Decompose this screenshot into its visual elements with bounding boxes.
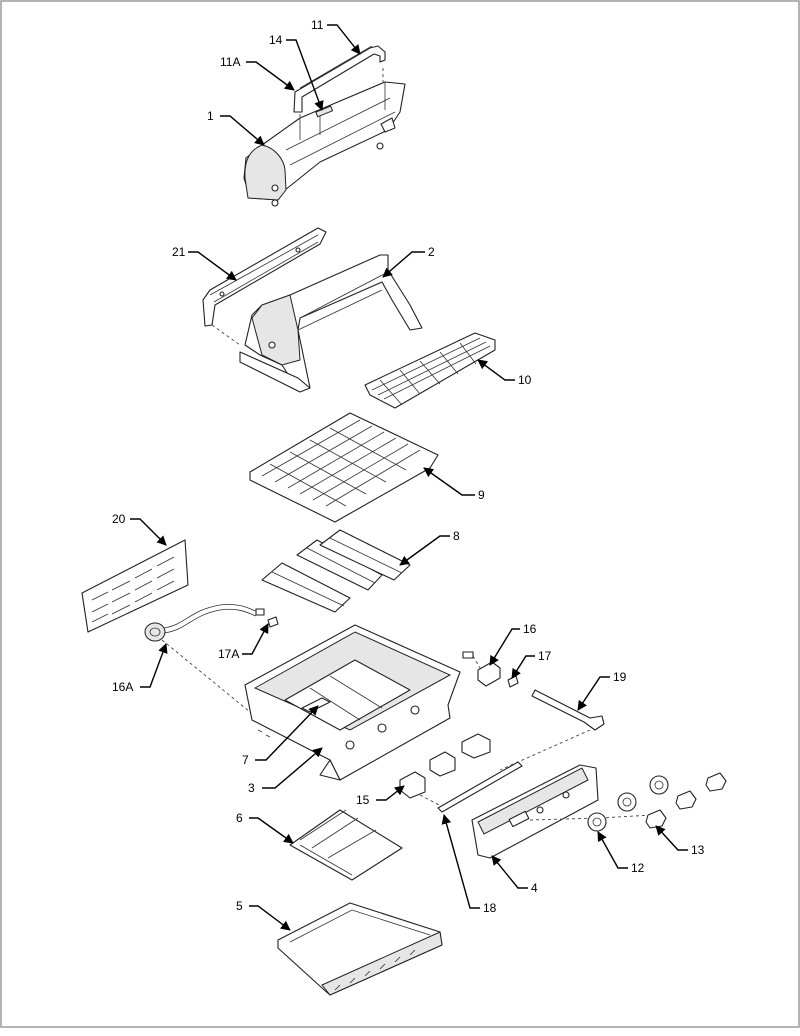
callout-19: 19 xyxy=(613,670,627,684)
part-grease-tray xyxy=(277,902,443,996)
callout-11a: 11A xyxy=(220,55,240,69)
part-manifold-rod xyxy=(437,761,523,813)
callout-9: 9 xyxy=(478,488,485,502)
callout-12: 12 xyxy=(631,861,645,875)
part-burner-brackets xyxy=(399,733,491,809)
part-back-panel xyxy=(81,539,189,633)
callout-17: 17 xyxy=(538,649,552,663)
part-firebox xyxy=(244,624,461,781)
callout-6: 6 xyxy=(236,811,243,825)
callout-15: 15 xyxy=(356,793,370,807)
part-ignitor xyxy=(499,689,605,771)
callout-1: 1 xyxy=(207,109,214,123)
callout-21: 21 xyxy=(172,245,186,259)
callout-8: 8 xyxy=(453,529,460,543)
callout-16a: 16A xyxy=(112,680,133,694)
part-drip-tray xyxy=(289,809,403,881)
part-flavor-bars xyxy=(261,529,411,613)
part-heat-shield xyxy=(202,227,327,346)
part-control-panel xyxy=(471,764,653,859)
callout-leaders xyxy=(130,24,688,931)
part-firebox-frame xyxy=(239,254,423,393)
callout-11: 11 xyxy=(311,18,324,32)
part-cooking-grate xyxy=(249,412,439,523)
part-knobs xyxy=(645,772,727,829)
part-bezels xyxy=(587,775,669,832)
callout-4: 4 xyxy=(531,881,538,895)
callout-3: 3 xyxy=(248,781,255,795)
part-fitting-17a xyxy=(267,616,279,628)
callout-10: 10 xyxy=(518,373,532,387)
callout-17a: 17A xyxy=(218,647,239,661)
callout-18: 18 xyxy=(483,901,497,915)
callout-labels: 1 2 3 4 5 6 7 8 9 10 11 11A 12 13 14 15 … xyxy=(112,18,705,915)
part-regulator-hose xyxy=(144,603,265,713)
part-hood xyxy=(243,68,406,207)
callout-20: 20 xyxy=(112,512,126,526)
callout-7: 7 xyxy=(242,753,249,767)
callout-13: 13 xyxy=(691,843,705,857)
callout-5: 5 xyxy=(236,899,243,913)
callout-2: 2 xyxy=(428,245,435,259)
part-warming-rack xyxy=(364,332,496,409)
callout-14: 14 xyxy=(269,33,283,47)
callout-16: 16 xyxy=(523,622,537,636)
